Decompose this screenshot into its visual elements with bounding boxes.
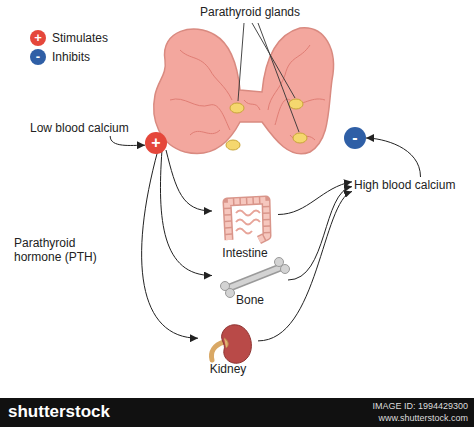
kidney-illustration bbox=[212, 325, 252, 363]
sign-symbol: - bbox=[352, 130, 357, 146]
footer-bar: shutterstock IMAGE ID: 1994429300www.shut… bbox=[0, 398, 474, 427]
legend-symbol: - bbox=[36, 49, 40, 64]
node-label: Kidney bbox=[198, 362, 258, 376]
thyroid-gland bbox=[154, 23, 334, 154]
image-id: IMAGE ID: 1994429300 bbox=[372, 401, 468, 412]
node-label: Parathyroid glands bbox=[150, 5, 350, 19]
connector-arrow bbox=[166, 150, 212, 211]
legend-row: -Inhibits bbox=[30, 49, 90, 65]
condition-label: Low blood calcium bbox=[28, 120, 131, 136]
legend-row: + Stimulates bbox=[30, 30, 108, 46]
bone-illustration bbox=[221, 258, 290, 298]
organ-intestine: Intestine bbox=[212, 190, 278, 260]
connector-arrow bbox=[278, 182, 352, 215]
leader-lines bbox=[238, 23, 299, 132]
connector-arrow bbox=[160, 150, 212, 276]
connector-arrow bbox=[258, 191, 352, 341]
legend-swatch: + bbox=[30, 30, 46, 46]
connector-arrow bbox=[110, 136, 145, 145]
gland-group: Parathyroid glands bbox=[150, 2, 350, 150]
hormone-label: Parathyroid hormone (PTH) bbox=[14, 236, 114, 264]
node-label: Bone bbox=[212, 293, 288, 307]
condition-label: High blood calcium bbox=[352, 177, 457, 193]
legend-swatch: - bbox=[30, 49, 46, 65]
connector-arrow bbox=[142, 150, 198, 338]
watermark-url: www.shutterstock.com bbox=[378, 413, 468, 424]
parathyroid-glands bbox=[226, 99, 307, 150]
node-label: High blood calcium bbox=[354, 178, 455, 192]
legend-text: Stimulates bbox=[52, 31, 108, 45]
thyroid-outline bbox=[154, 28, 334, 154]
watermark-logo: shutterstock bbox=[8, 402, 110, 421]
thyroid-veins bbox=[170, 45, 325, 140]
legend-symbol: + bbox=[34, 30, 42, 45]
inhibit-sign: - bbox=[344, 127, 366, 149]
intestine-illustration bbox=[227, 200, 267, 240]
legend-text: Inhibits bbox=[52, 50, 90, 64]
organ-kidney: Kidney bbox=[198, 322, 258, 376]
organ-bone: Bone bbox=[212, 262, 288, 307]
node-label: Low blood calcium bbox=[30, 121, 129, 135]
sign-symbol: + bbox=[151, 135, 160, 151]
connector-arrow bbox=[366, 138, 421, 177]
stimulate-sign: + bbox=[145, 132, 167, 154]
node-label: Intestine bbox=[212, 246, 278, 260]
